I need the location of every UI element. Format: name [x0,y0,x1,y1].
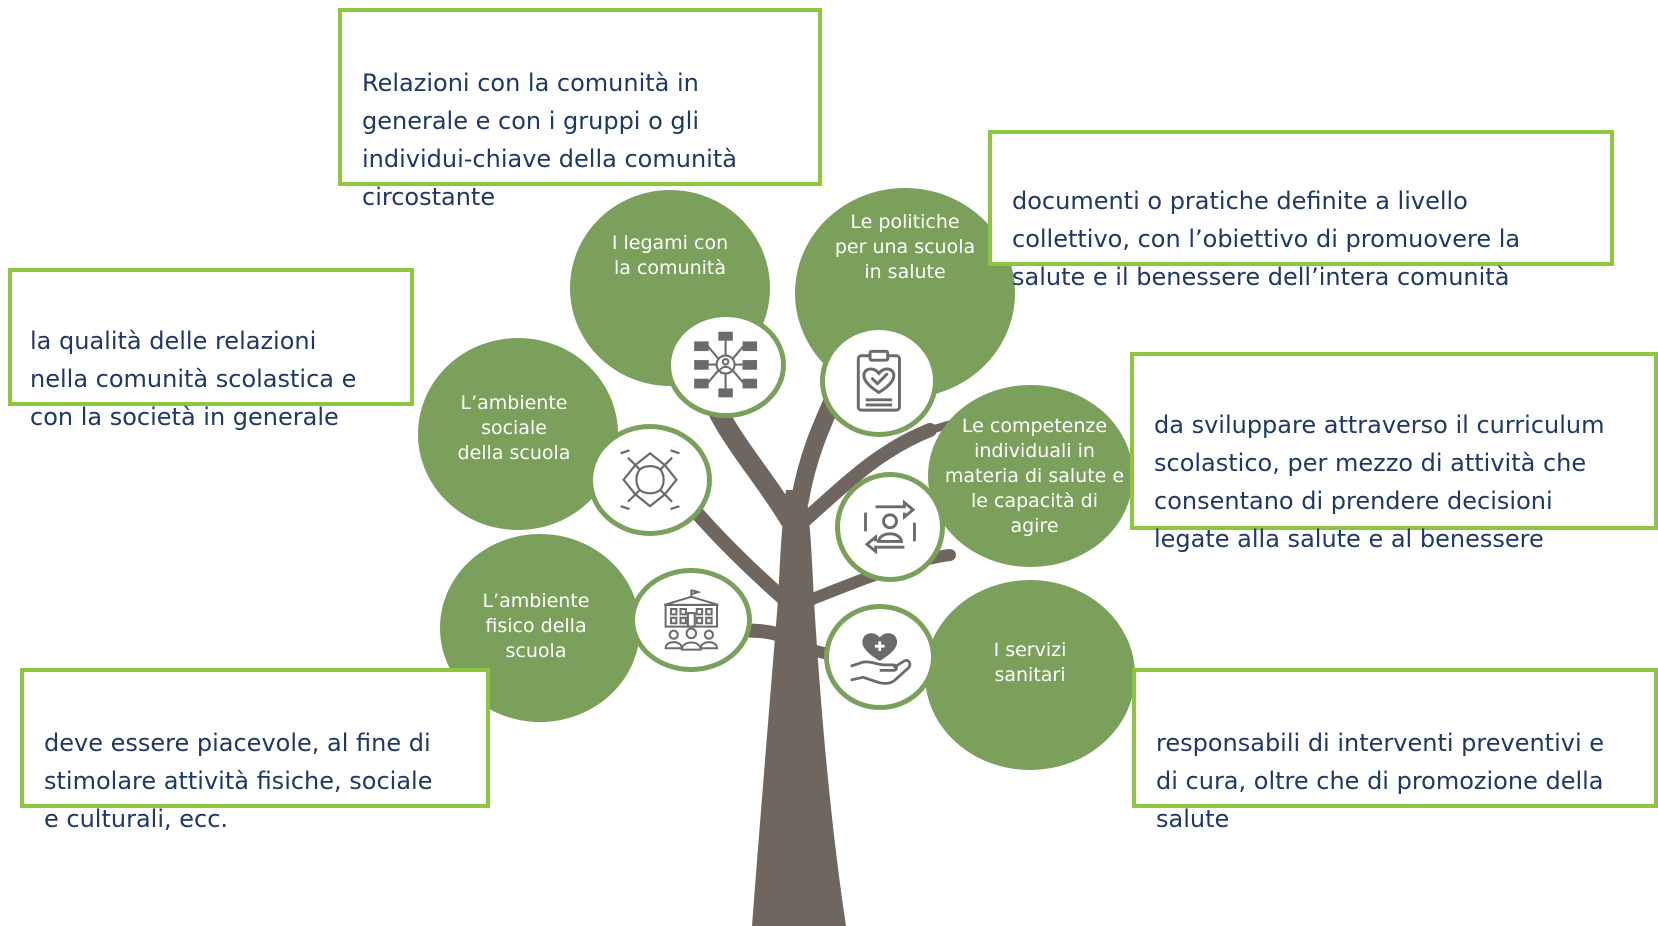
bubble-label: Le competenze individuali in materia di … [944,414,1125,537]
bubble-health-services: I servizi sanitari [925,580,1135,770]
joined-hands-icon [588,424,712,536]
description-physical-environment: deve essere piacevole, al fine di stimol… [20,668,490,833]
clipboard-check-icon [820,325,938,437]
bubble-individual-skills: Le competenze individuali in materia di … [928,385,1133,567]
bubble-social-environment: L’ambiente sociale della scuola [418,338,618,530]
hand-heart-icon [824,604,936,710]
description-text: responsabili di interventi preventivi e … [1156,729,1605,833]
bubble-label: L’ambiente sociale della scuola [457,391,571,464]
description-school-policies: documenti o pratiche definite a livello … [988,130,1614,291]
bubble-label: L’ambiente fisico della scuola [482,589,590,662]
bubble-label: I legami con la comunità [611,232,729,279]
description-health-services: responsabili di interventi preventivi e … [1132,668,1658,833]
person-cycle-icon [835,472,945,582]
description-individual-skills: da sviluppare attraverso il curriculum s… [1130,352,1658,553]
description-text: Relazioni con la comunità in generale e … [362,69,737,211]
bubble-label: Le politiche per una scuola in salute [834,210,976,283]
description-text: documenti o pratiche definite a livello … [1012,187,1521,291]
network-icon [666,312,786,418]
trunk [752,490,846,926]
description-social-environment: la qualità delle relazioni nella comunit… [8,268,414,431]
description-text: deve essere piacevole, al fine di stimol… [44,729,433,833]
description-text: la qualità delle relazioni nella comunit… [30,327,357,431]
description-community-ties: Relazioni con la comunità in generale e … [338,8,822,211]
school-building-icon [630,568,752,672]
description-text: da sviluppare attraverso il curriculum s… [1154,411,1605,553]
bubble-label: I servizi sanitari [993,639,1067,686]
